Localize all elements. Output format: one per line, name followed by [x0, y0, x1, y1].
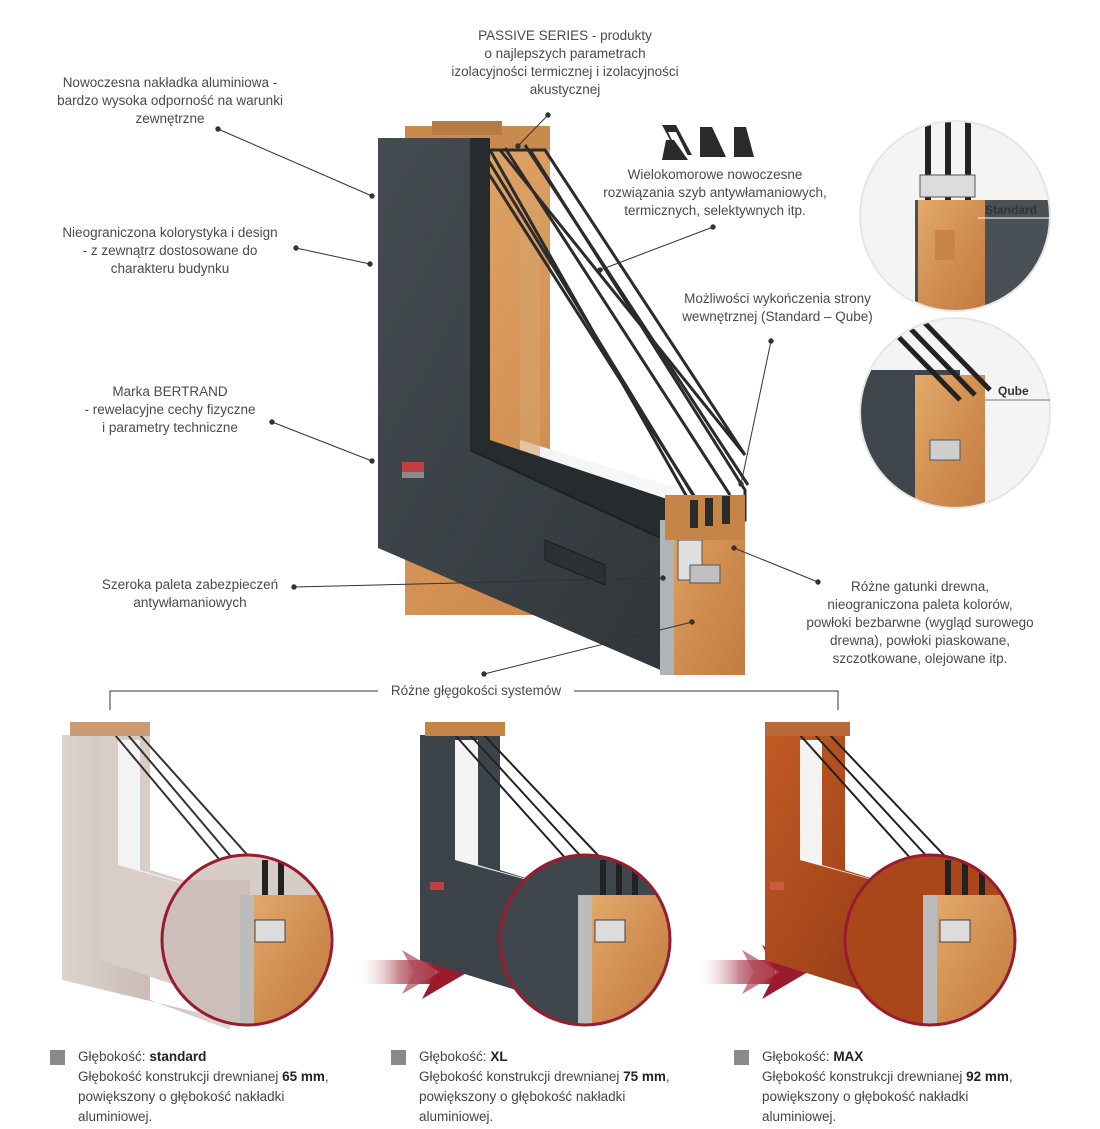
depths-header: Różne głęgokości systemów [390, 683, 562, 698]
depth-desc: Głębokość konstrukcji drewnianej [762, 1069, 963, 1084]
depth-value: 92 mm [966, 1069, 1009, 1084]
depth-value-line: Głębokość konstrukcji drewnianej 75 mm, [419, 1067, 709, 1087]
main-window-corner [378, 121, 750, 675]
depth-prefix: Głębokość: [419, 1049, 487, 1064]
depth-value-line: Głębokość konstrukcji drewnianej 65 mm, [78, 1067, 368, 1087]
depth-name: XL [490, 1049, 508, 1064]
annotation-line: termicznych, selektywnych itp. [624, 203, 806, 218]
passive-series-annotation: PASSIVE SERIES - produkty o najlepszych … [430, 27, 700, 99]
depth-suffix: , [1008, 1069, 1013, 1084]
bullet-square [734, 1050, 749, 1065]
annotation-line: szczotkowane, olejowane itp. [832, 651, 1008, 666]
finish-annotation: Możliwości wykończenia strony wewnętrzne… [665, 290, 890, 326]
depth-line4: aluminiowej. [78, 1109, 153, 1124]
annotation-line: - z zewnątrz dostosowane do [82, 243, 258, 258]
security-annotation: Szeroka paleta zabezpieczeń antywłamanio… [90, 576, 290, 612]
bullet-square [50, 1050, 65, 1065]
depth-line3: powiększony o głębokość nakładki [762, 1089, 969, 1104]
depth-line3: powiększony o głębokość nakładki [419, 1089, 626, 1104]
annotation-line: antywłamaniowych [133, 595, 247, 610]
depth-desc: Głębokość konstrukcji drewnianej [78, 1069, 279, 1084]
variant-standard-detail [160, 853, 334, 1027]
depth-title: Głębokość: MAX [762, 1047, 1062, 1067]
passive-series-icon [662, 125, 754, 160]
annotation-line: Możliwości wykończenia strony [684, 291, 871, 306]
annotation-line: nieograniczona paleta kolorów, [827, 597, 1013, 612]
depth-name: MAX [833, 1049, 864, 1064]
annotation-line: zewnętrzne [135, 111, 205, 126]
annotation-line: i parametry techniczne [102, 420, 238, 435]
variant-xl-caption: Głębokość: XL Głębokość konstrukcji drew… [419, 1047, 709, 1127]
annotation-line: o najlepszych parametrach [484, 46, 646, 61]
qube-detail-label: Qube [998, 384, 1029, 398]
depth-desc: Głębokość konstrukcji drewnianej [419, 1069, 620, 1084]
depth-name: standard [149, 1049, 207, 1064]
annotation-line: powłoki bezbarwne (wygląd surowego [806, 615, 1034, 630]
depth-prefix: Głębokość: [78, 1049, 146, 1064]
wood-annotation: Różne gatunki drewna, nieograniczona pal… [790, 578, 1050, 668]
annotation-line: rozwiązania szyb antywłamaniowych, [603, 185, 827, 200]
bertrand-annotation: Marka BERTRAND - rewelacyjne cechy fizyc… [55, 383, 285, 437]
annotation-line: izolacyjności termicznej i izolacyjności [451, 64, 679, 79]
annotation-line: akustycznej [529, 82, 601, 97]
annotation-line: Marka BERTRAND [112, 384, 228, 399]
depth-value-line: Głębokość konstrukcji drewnianej 92 mm, [762, 1067, 1062, 1087]
annotation-line: bardzo wysoka odporność na warunki [57, 93, 283, 108]
annotation-line: wewnętrznej (Standard – Qube) [682, 309, 873, 324]
annotation-line: Wielokomorowe nowoczesne [627, 167, 803, 182]
variant-xl-detail [498, 853, 672, 1027]
depth-prefix: Głębokość: [762, 1049, 830, 1064]
depth-value: 75 mm [623, 1069, 666, 1084]
depth-suffix: , [665, 1069, 670, 1084]
annotation-line: Szeroka paleta zabezpieczeń [101, 577, 279, 592]
variant-standard-caption: Głębokość: standard Głębokość konstrukcj… [78, 1047, 368, 1127]
annotation-line: Różne gatunki drewna, [850, 579, 990, 594]
glazing-annotation: Wielokomorowe nowoczesne rozwiązania szy… [580, 166, 850, 220]
depth-suffix: , [324, 1069, 329, 1084]
qube-detail-circle [859, 317, 1051, 509]
leader-lines [109, 112, 839, 710]
depth-line4: aluminiowej. [762, 1109, 837, 1124]
annotation-line: Nowoczesna nakładka aluminiowa - [62, 75, 278, 90]
depth-value: 65 mm [282, 1069, 325, 1084]
depth-line3: powiększony o głębokość nakładki [78, 1089, 285, 1104]
annotation-line: drewna), powłoki piaskowane, [829, 633, 1011, 648]
depth-title: Głębokość: standard [78, 1047, 368, 1067]
depth-line4: aluminiowej. [419, 1109, 494, 1124]
depth-title: Głębokość: XL [419, 1047, 709, 1067]
annotation-line: Nieograniczona kolorystyka i design [62, 225, 278, 240]
bullet-square [391, 1050, 406, 1065]
annotation-line: - rewelacyjne cechy fizyczne [84, 402, 256, 417]
aluminium-annotation: Nowoczesna nakładka aluminiowa - bardzo … [40, 74, 300, 128]
standard-detail-label: Standard [985, 203, 1038, 217]
variant-max-caption: Głębokość: MAX Głębokość konstrukcji dre… [762, 1047, 1062, 1127]
variant-max-detail [843, 853, 1017, 1027]
annotation-line: charakteru budynku [110, 261, 230, 276]
annotation-line: PASSIVE SERIES - produkty [478, 28, 652, 43]
colors-design-annotation: Nieograniczona kolorystyka i design - z … [40, 224, 300, 278]
standard-detail-circle [859, 120, 1051, 312]
